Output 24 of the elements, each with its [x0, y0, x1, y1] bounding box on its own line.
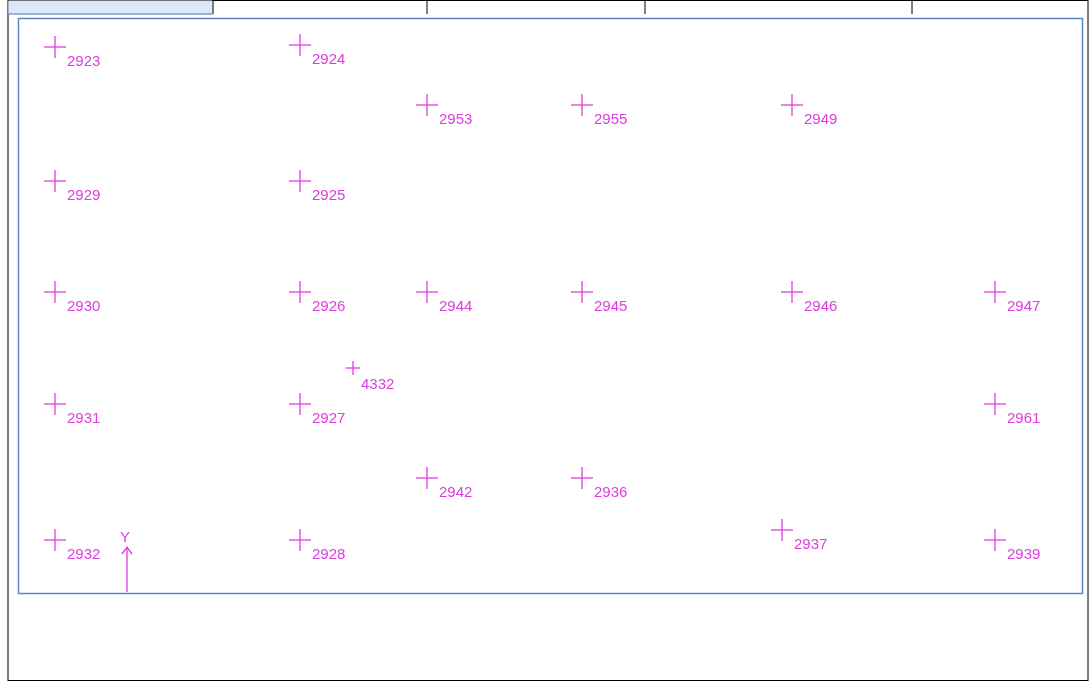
point-number: 4332 — [361, 376, 395, 391]
point-number: 2955 — [594, 111, 628, 126]
point-number: 2929 — [67, 187, 101, 202]
point-number: 2936 — [594, 484, 628, 499]
point-number: 2937 — [794, 536, 828, 551]
axis-label: Y — [120, 529, 130, 544]
point-number: 2932 — [67, 546, 101, 561]
point-number: 2945 — [594, 298, 628, 313]
point-number: 2944 — [439, 298, 473, 313]
point-number: 2927 — [312, 410, 346, 425]
point-number: 2926 — [312, 298, 346, 313]
point-number: 2949 — [804, 111, 838, 126]
point-number: 2924 — [312, 51, 346, 66]
point-number: 2930 — [67, 298, 101, 313]
point-number: 2931 — [67, 410, 101, 425]
point-number: 2961 — [1007, 410, 1041, 425]
point-number: 2942 — [439, 484, 473, 499]
point-number: 2923 — [67, 53, 101, 68]
point-number: 2953 — [439, 111, 473, 126]
point-number: 2925 — [312, 187, 346, 202]
point-number: 2928 — [312, 546, 346, 561]
point-number: 2946 — [804, 298, 838, 313]
point-number: 2939 — [1007, 546, 1041, 561]
point-number: 2947 — [1007, 298, 1041, 313]
